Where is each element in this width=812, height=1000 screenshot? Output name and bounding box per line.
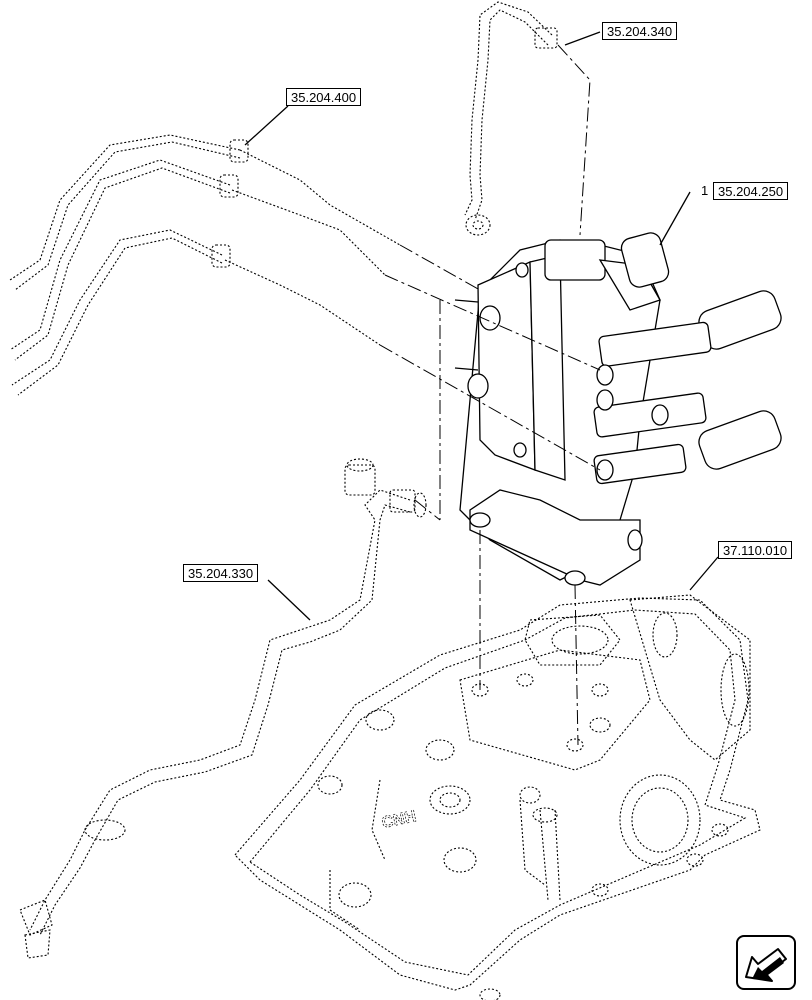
control-valve-assembly	[454, 232, 782, 586]
upper-hydraulic-tube	[464, 1, 558, 236]
back-navigation-button[interactable]	[736, 935, 796, 990]
leader-lines	[244, 31, 719, 621]
control-cables	[9, 134, 401, 396]
callout-35-204-400[interactable]: 35.204.400	[286, 88, 362, 106]
callout-35-204-340[interactable]: 35.204.340	[602, 22, 678, 40]
arrow-down-left-icon	[745, 948, 787, 982]
callout-37-110-010[interactable]: 37.110.010	[718, 541, 793, 559]
lower-hydraulic-tube	[19, 458, 427, 959]
callout-35-204-250[interactable]: 35.204.250	[713, 182, 789, 200]
callout-35-204-330[interactable]: 35.204.330	[183, 564, 259, 582]
item-number-1: 1	[701, 183, 709, 198]
housing-logo-text: CNH	[380, 808, 417, 832]
lift-housing: CNH	[234, 594, 761, 1000]
alignment-phantom-lines	[379, 44, 601, 746]
